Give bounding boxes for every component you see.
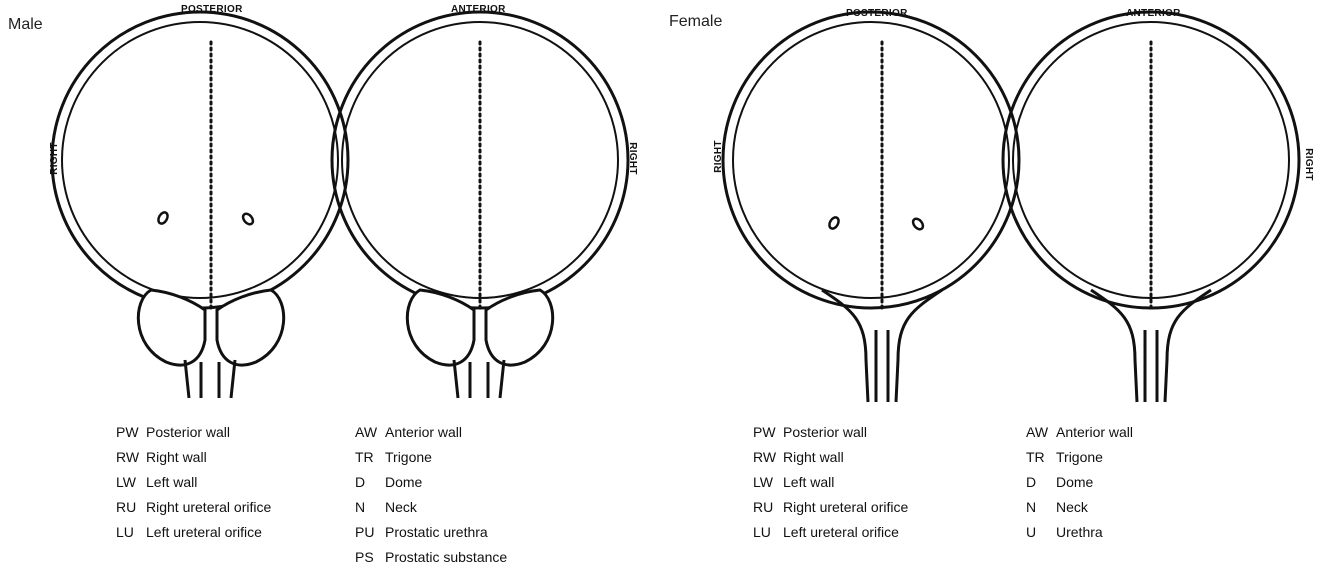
male-posterior-inner-wall <box>62 22 338 298</box>
legend-text: Trigone <box>385 445 432 470</box>
legend-abbreviation: TR <box>355 445 385 470</box>
legend-text: Right ureteral orifice <box>146 495 271 520</box>
legend-abbreviation: LW <box>753 470 783 495</box>
male-right-label-left: RIGHT <box>49 142 60 175</box>
female-right-label-right: RIGHT <box>1303 148 1314 181</box>
legend-text: Urethra <box>1056 520 1103 545</box>
legend-abbreviation: PU <box>355 520 385 545</box>
male-posterior-urethra <box>185 360 235 398</box>
left-ureteral-orifice <box>241 212 255 226</box>
legend-abbreviation: PS <box>355 545 385 570</box>
legend-text: Right wall <box>783 445 844 470</box>
male-anterior-prostate-right <box>486 290 553 365</box>
legend-abbreviation: AW <box>355 420 385 445</box>
legend-text: Posterior wall <box>783 420 867 445</box>
legend-abbreviation: RW <box>753 445 783 470</box>
right-ureteral-orifice <box>828 216 841 230</box>
legend-text: Left ureteral orifice <box>783 520 899 545</box>
left-ureteral-orifice <box>911 217 925 231</box>
legend-text: Neck <box>1056 495 1088 520</box>
legend-abbreviation: PW <box>753 420 783 445</box>
legend-text: Posterior wall <box>146 420 230 445</box>
legend-text: Trigone <box>1056 445 1103 470</box>
legend-abbreviation: D <box>1026 470 1056 495</box>
legend-text: Anterior wall <box>385 420 462 445</box>
female-posterior-inner-wall <box>733 22 1009 298</box>
male-title: Male <box>8 16 43 34</box>
legend-abbreviation: N <box>1026 495 1056 520</box>
legend-text: Left ureteral orifice <box>146 520 262 545</box>
female-posterior-outer-wall <box>723 12 1019 308</box>
legend-text: Anterior wall <box>1056 420 1133 445</box>
legend-abbreviation: AW <box>1026 420 1056 445</box>
legend-abbreviation: U <box>1026 520 1056 545</box>
right-ureteral-orifice <box>157 211 170 225</box>
female-anterior-label: ANTERIOR <box>1126 8 1181 19</box>
male-right-label-right: RIGHT <box>627 142 638 175</box>
female-posterior-label: POSTERIOR <box>846 8 908 19</box>
legend-text: Right ureteral orifice <box>783 495 908 520</box>
male-posterior-outer-wall <box>52 12 348 308</box>
male-anterior-urethra <box>454 360 504 398</box>
legend-text: Prostatic urethra <box>385 520 488 545</box>
legend-abbreviation: RU <box>116 495 146 520</box>
male-posterior-label: POSTERIOR <box>181 4 243 15</box>
legend-text: Neck <box>385 495 417 520</box>
legend-text: Prostatic substance <box>385 545 507 570</box>
legend-abbreviation: RW <box>116 445 146 470</box>
female-right-label-left: RIGHT <box>713 140 724 173</box>
legend-abbreviation: LU <box>116 520 146 545</box>
male-posterior-prostate-right <box>217 290 284 365</box>
male-anterior-prostate-left <box>407 290 474 365</box>
legend-text: Left wall <box>783 470 834 495</box>
legend-abbreviation: TR <box>1026 445 1056 470</box>
male-posterior-prostate-left <box>138 290 205 365</box>
legend-text: Right wall <box>146 445 207 470</box>
legend-abbreviation: LW <box>116 470 146 495</box>
female-title: Female <box>669 13 722 31</box>
legend-text: Dome <box>1056 470 1093 495</box>
legend-abbreviation: PW <box>116 420 146 445</box>
legend-abbreviation: RU <box>753 495 783 520</box>
legend-text: Dome <box>385 470 422 495</box>
male-anterior-label: ANTERIOR <box>451 4 506 15</box>
legend-abbreviation: D <box>355 470 385 495</box>
legend-abbreviation: N <box>355 495 385 520</box>
legend-text: Left wall <box>146 470 197 495</box>
legend-abbreviation: LU <box>753 520 783 545</box>
